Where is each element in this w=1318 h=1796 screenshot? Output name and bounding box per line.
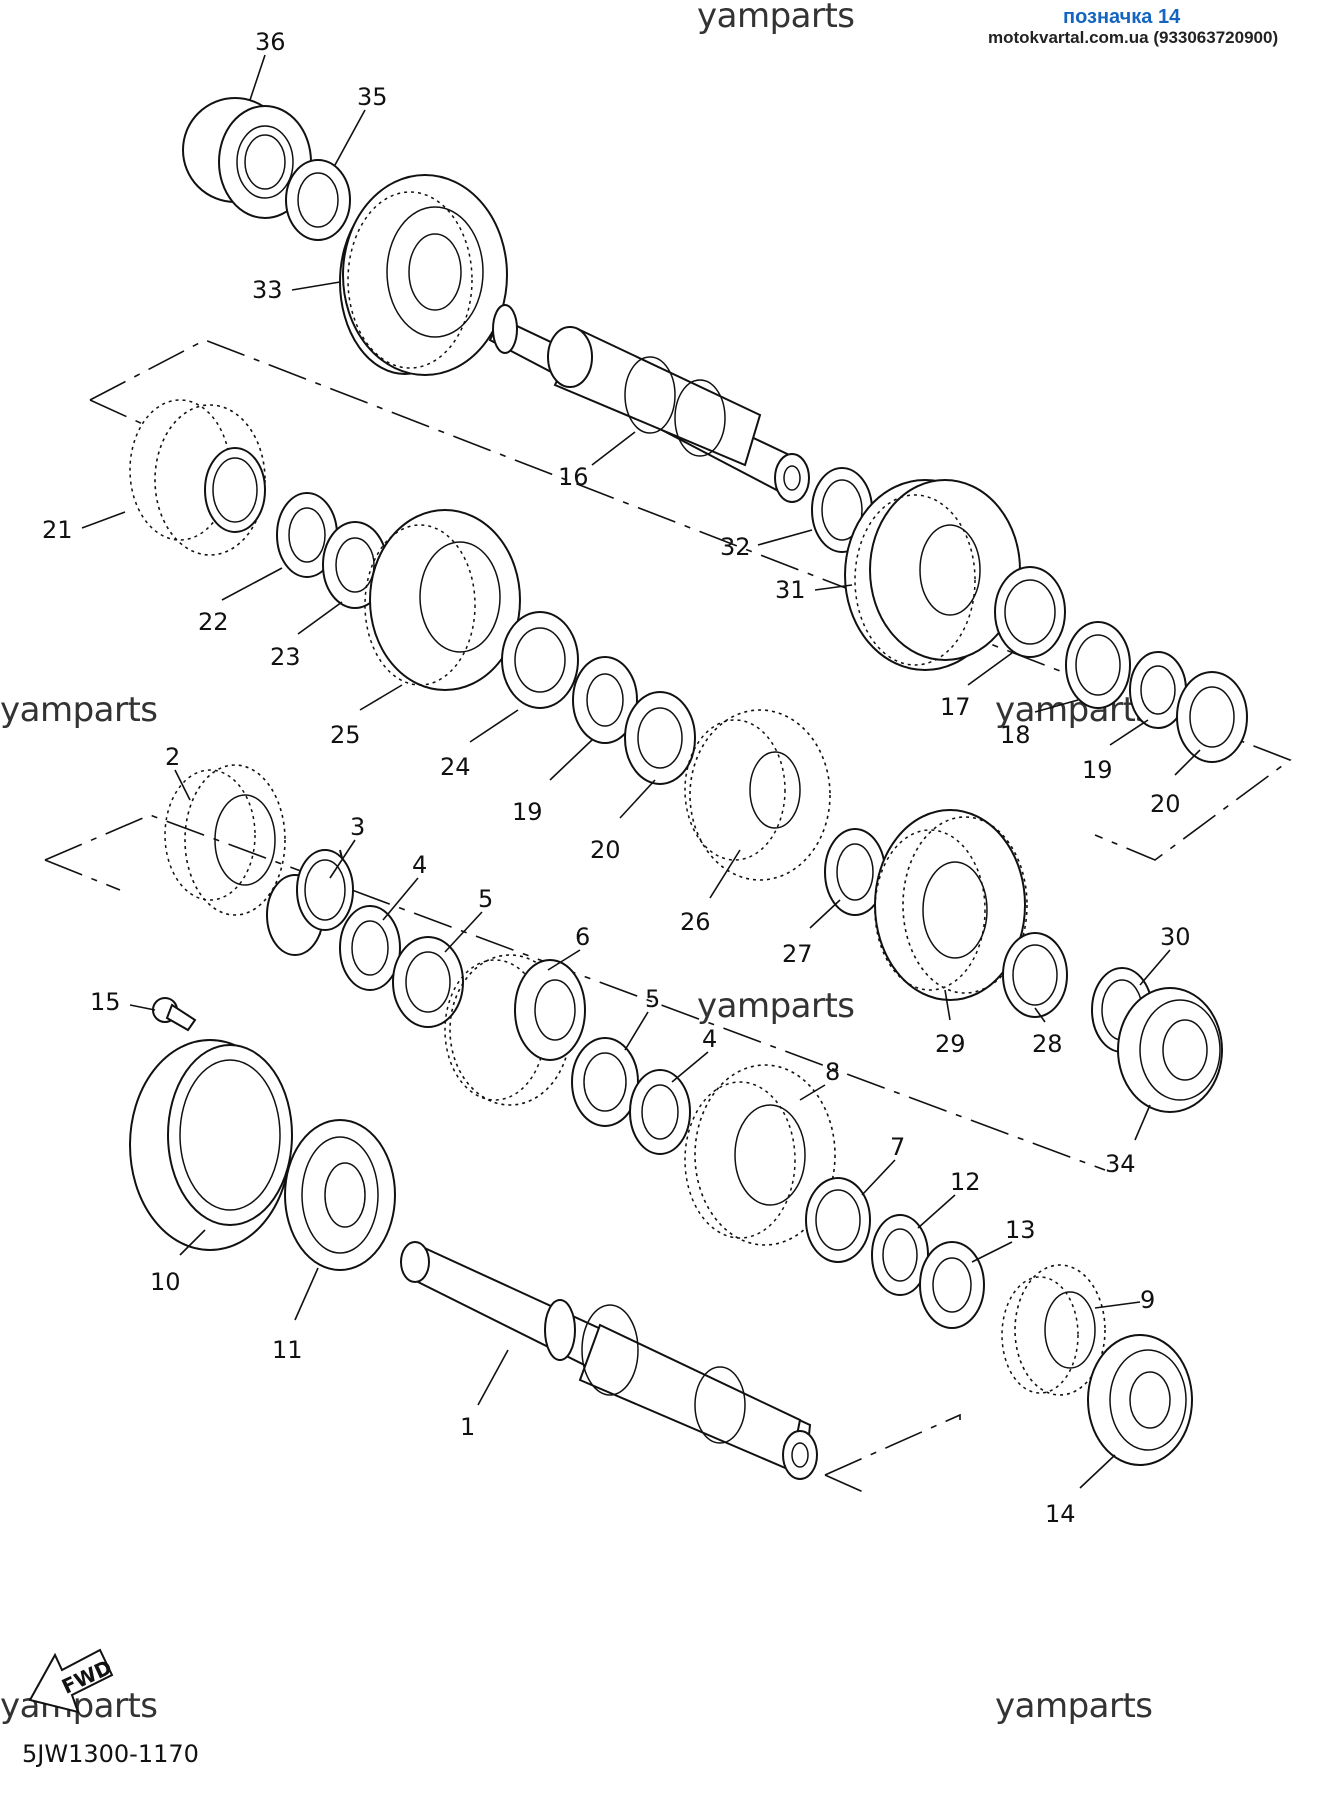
callout-33: 33 (252, 276, 283, 304)
part-35-washer (285, 159, 351, 241)
callout-16: 16 (558, 463, 589, 491)
header-site: motokvartal.com.ua (933063720900) (988, 28, 1279, 47)
callout-26: 26 (680, 908, 711, 936)
header-title: позначка 14 (1063, 6, 1181, 28)
part-16-main-shaft (488, 304, 810, 503)
watermark: yamparts (0, 1686, 158, 1726)
part-29-gear (874, 809, 1028, 1001)
callout-14: 14 (1045, 1500, 1076, 1528)
part-15-bolt (152, 997, 197, 1032)
callout-31: 31 (775, 576, 806, 604)
callout-13: 13 (1005, 1216, 1036, 1244)
callout-19-b: 19 (1082, 756, 1113, 784)
callout-5-a: 5 (478, 885, 493, 913)
callout-3: 3 (350, 813, 365, 841)
callout-20-a: 20 (590, 836, 621, 864)
part-17-needle-bearing (994, 566, 1066, 658)
watermark: yamparts (0, 690, 158, 730)
callout-18: 18 (1000, 721, 1031, 749)
callout-23: 23 (270, 643, 301, 671)
callout-29: 29 (935, 1030, 966, 1058)
lower-assembly-frame (44, 814, 1106, 1496)
part-26-gear (684, 709, 831, 881)
callout-10: 10 (150, 1268, 181, 1296)
part-18-washer (1065, 621, 1131, 709)
part-21-gear (129, 399, 266, 556)
part-4-washer-lower (629, 1069, 691, 1155)
upper-assembly-frame (89, 339, 1292, 861)
callout-12: 12 (950, 1168, 981, 1196)
part-5-circlip-lower (571, 1037, 639, 1127)
callout-7: 7 (890, 1133, 905, 1161)
fwd-arrow-icon: FWD (28, 1648, 116, 1714)
watermark: yamparts (697, 986, 855, 1026)
callout-25: 25 (330, 721, 361, 749)
callout-1: 1 (460, 1413, 475, 1441)
callout-17: 17 (940, 693, 971, 721)
part-6-gear (444, 954, 586, 1106)
callout-35: 35 (357, 83, 388, 111)
watermark: yamparts (995, 1686, 1153, 1726)
callout-34: 34 (1105, 1150, 1136, 1178)
callout-2: 2 (165, 743, 180, 771)
callout-28: 28 (1032, 1030, 1063, 1058)
part-14-bearing (1087, 1334, 1193, 1466)
part-27-washer (824, 828, 886, 916)
callout-21: 21 (42, 516, 73, 544)
diagram-code: 5JW1300-1170 (22, 1740, 199, 1768)
callout-8: 8 (825, 1058, 840, 1086)
part-12-washer (871, 1214, 929, 1296)
part-7-needle-bearing (805, 1177, 871, 1263)
callout-22: 22 (198, 608, 229, 636)
part-25-gear (364, 509, 521, 691)
part-33-gear (339, 174, 508, 376)
callout-4-a: 4 (412, 851, 427, 879)
callout-5-b: 5 (645, 985, 660, 1013)
callout-24: 24 (440, 753, 471, 781)
callouts: 36 35 33 16 21 22 23 25 24 19 20 32 31 1… (42, 28, 1201, 1528)
part-34-bearing (1117, 987, 1223, 1113)
part-3-bushing (266, 849, 354, 956)
part-10-bearing-retainer (129, 1039, 293, 1251)
part-5-circlip-upper (392, 936, 464, 1028)
callout-19-a: 19 (512, 798, 543, 826)
part-19-washer-upper-left (572, 656, 638, 744)
part-20-circlip-upper-left (624, 691, 696, 785)
callout-4-b: 4 (702, 1025, 717, 1053)
part-24-needle-bearing (501, 611, 579, 709)
part-28-bushing (1002, 932, 1068, 1018)
callout-9: 9 (1140, 1286, 1155, 1314)
part-1-drive-shaft (400, 1241, 818, 1480)
callout-30: 30 (1160, 923, 1191, 951)
callout-27: 27 (782, 940, 813, 968)
callout-11: 11 (272, 1336, 303, 1364)
callout-15: 15 (90, 988, 121, 1016)
callout-32: 32 (720, 533, 751, 561)
part-13-washer (919, 1241, 985, 1329)
part-2-gear (164, 764, 286, 916)
watermark: yamparts (697, 0, 855, 36)
part-9-gear (1001, 1264, 1106, 1396)
part-11-bearing (284, 1119, 396, 1271)
part-31-gear (844, 479, 1021, 671)
part-20-circlip-upper-right (1176, 671, 1248, 763)
callout-6: 6 (575, 923, 590, 951)
part-4-washer-upper (339, 905, 401, 991)
part-8-gear (684, 1064, 836, 1246)
watermark: yamparts (995, 690, 1153, 730)
callout-20-b: 20 (1150, 790, 1181, 818)
callout-36: 36 (255, 28, 286, 56)
